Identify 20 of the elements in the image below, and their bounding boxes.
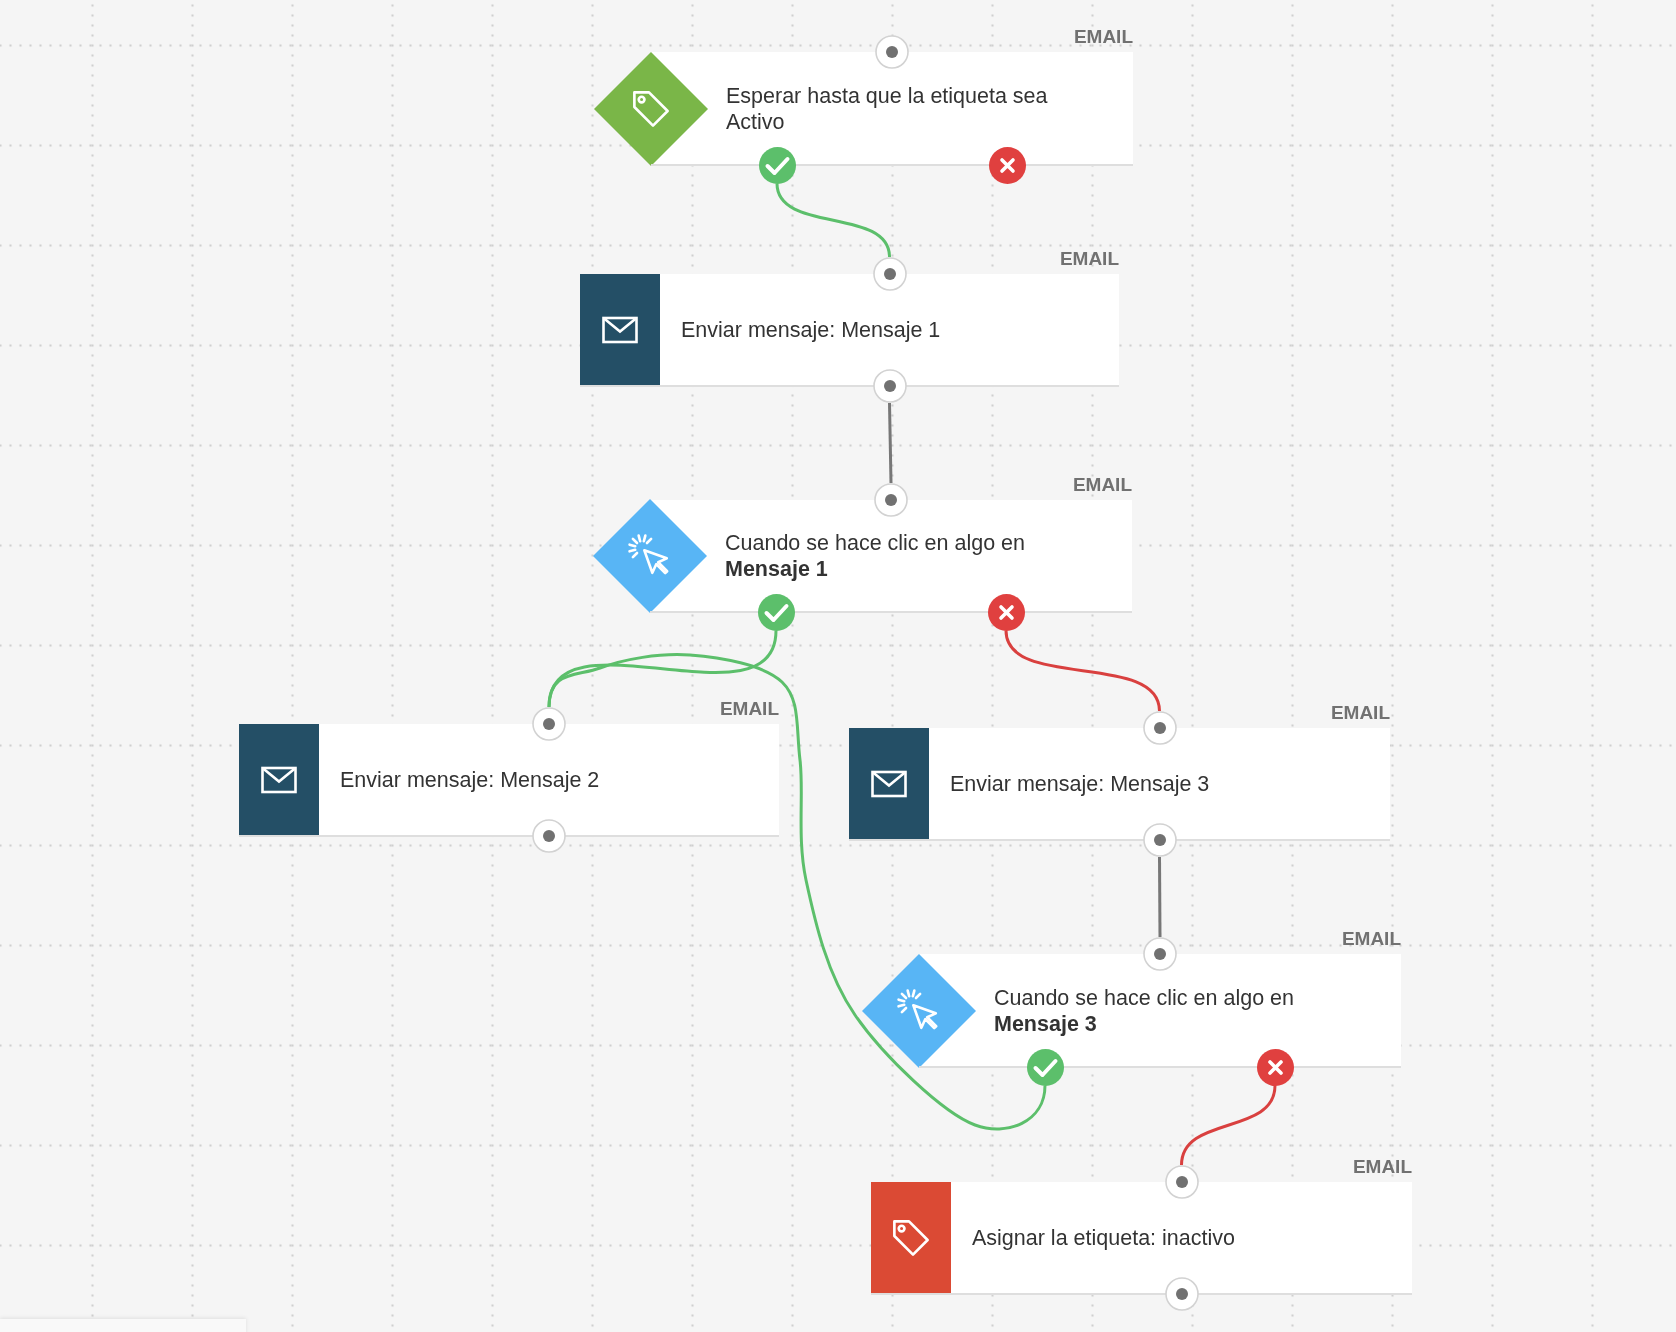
channel-label: EMAIL	[1073, 27, 1133, 46]
step-text: Enviar mensaje: Mensaje 1	[681, 317, 941, 343]
step-text: Enviar mensaje: Mensaje 2	[340, 767, 600, 793]
step-text: Enviar mensaje: Mensaje 3	[950, 771, 1210, 797]
connector	[547, 653, 1047, 1131]
connector	[775, 183, 891, 258]
channel-label: EMAIL	[1352, 1157, 1412, 1176]
channel-label: EMAIL	[1072, 475, 1132, 494]
step-text: Cuando se hace clic en algo en Mensaje 1	[725, 530, 1026, 582]
step-text: Esperar hasta que la etiqueta sea Activo	[726, 82, 1049, 135]
channel-label: EMAIL	[1341, 929, 1401, 948]
channel-label: EMAIL	[719, 699, 779, 718]
step-text: Asignar la etiqueta: inactivo	[972, 1225, 1235, 1251]
connector	[1180, 1085, 1277, 1166]
connector	[888, 402, 893, 484]
connector	[1158, 857, 1162, 937]
step-text: Cuando se hace clic en algo en Mensaje 3	[994, 984, 1295, 1037]
channel-label: EMAIL	[1330, 703, 1390, 722]
connector	[1004, 630, 1161, 712]
channel-label: EMAIL	[1059, 249, 1119, 268]
